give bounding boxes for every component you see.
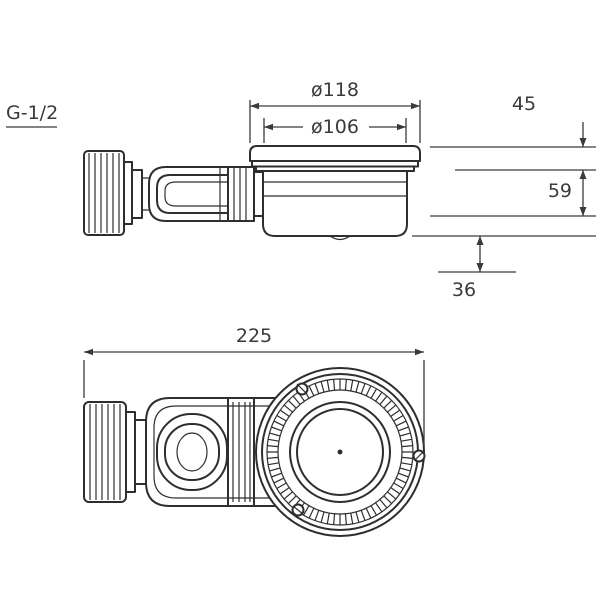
flange-ring-2 (255, 165, 415, 172)
dim225-arrow-left (84, 348, 93, 356)
dim36-arrow-top (476, 236, 484, 245)
nut-collar-side (123, 161, 133, 225)
union-nut-ribs (233, 167, 247, 221)
label-outer-diameter: ø118 (311, 79, 359, 101)
dim36-arrow-bottom (476, 263, 484, 272)
top-view (83, 367, 426, 537)
label-height-mid: 59 (548, 180, 572, 202)
dim225-arrow-right (415, 348, 424, 356)
center-mark (337, 449, 343, 455)
trap-cup-core (164, 181, 228, 207)
dim59-arrow-top (579, 170, 587, 179)
inlet-stub-top (134, 419, 147, 485)
label-height-top: 45 (512, 93, 536, 115)
dia118-arrow-left (250, 102, 259, 110)
side-view (83, 145, 421, 241)
cover-cap (249, 145, 421, 162)
trap-cup-top-core (176, 432, 208, 472)
dia118-arrow-right (411, 102, 420, 110)
trap-cup-top-inner (164, 423, 220, 481)
dim45-arrow (579, 138, 587, 147)
dia118-extension-lines (249, 100, 421, 143)
thread-nut-knurl (88, 153, 120, 233)
dia106-extension-lines (263, 118, 407, 143)
dia106-arrow-right (397, 123, 406, 131)
nut-collar-top (125, 411, 136, 493)
drain-body-boss (329, 235, 351, 241)
screw-top-left-slot (296, 383, 308, 395)
label-height-bottom: 36 (452, 279, 476, 301)
label-thread-size: G-1/2 (6, 102, 58, 124)
union-nut-side (227, 166, 255, 222)
screw-right-slot (414, 451, 424, 461)
pipe-stub (254, 171, 263, 217)
dome-circle-outer (289, 401, 391, 503)
dim225-extension-lines (83, 360, 425, 448)
trap-cup-top-outer (156, 413, 228, 491)
housing-inner (153, 405, 270, 499)
drain-body (262, 169, 408, 237)
dimensions-top-view: 225 (83, 325, 425, 448)
union-nut-top-edges (227, 398, 255, 506)
thread-nut-side (83, 150, 125, 236)
dim59-arrow-bottom (579, 207, 587, 216)
inlet-stub-side (131, 169, 143, 219)
label-overall-length: 225 (236, 325, 272, 347)
thread-nut-knurl-top (89, 404, 121, 500)
dia106-arrow-left (264, 123, 273, 131)
dome-circle-inner (296, 408, 384, 496)
screw-bottom-left-slot (292, 505, 304, 515)
union-nut-top-ribs (232, 402, 251, 502)
drain-body-lines (263, 181, 407, 197)
dimensions-side-view: G-1/2 ø118 ø106 45 59 36 (6, 79, 596, 301)
label-inner-diameter: ø106 (311, 116, 359, 138)
trap-cup-inner (156, 174, 228, 214)
trap-cup-outer (148, 166, 228, 222)
